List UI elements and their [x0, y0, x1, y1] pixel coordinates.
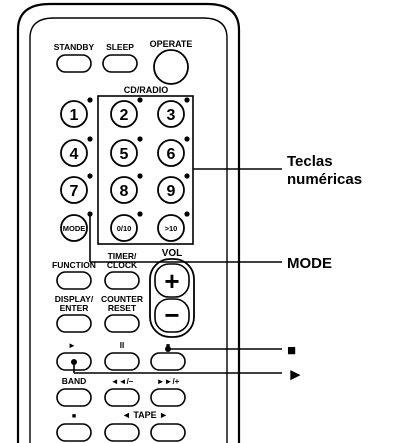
- function-label: FUNCTION: [52, 260, 96, 270]
- indicator-dot: [137, 173, 143, 179]
- rewind-icon: ◄◄/–: [111, 377, 134, 386]
- greater-ten-button[interactable]: >10: [157, 211, 190, 242]
- zero-ten-label: 0/10: [117, 224, 132, 233]
- zero-ten-button[interactable]: 0/10: [110, 211, 143, 242]
- sleep-label: SLEEP: [106, 42, 134, 52]
- counter-reset-label-1: COUNTER: [101, 294, 143, 304]
- band-button[interactable]: BAND: [56, 376, 92, 407]
- number-key-5[interactable]: 5: [110, 136, 143, 167]
- indicator-dot: [137, 136, 143, 142]
- standby-button[interactable]: STANDBY: [54, 42, 95, 73]
- number-key-8[interactable]: 8: [110, 173, 143, 204]
- callout-stop: ■: [287, 342, 296, 359]
- fast-forward-button[interactable]: ►►/+: [150, 377, 186, 407]
- standby-label: STANDBY: [54, 42, 95, 52]
- function-button[interactable]: FUNCTION: [52, 260, 96, 290]
- timer-clock-button[interactable]: TIMER/ CLOCK: [104, 251, 140, 290]
- mode-button[interactable]: MODE: [60, 211, 93, 242]
- vol-down-button[interactable]: −: [154, 298, 190, 333]
- number-key-6[interactable]: 6: [157, 136, 190, 167]
- indicator-dot: [184, 136, 190, 142]
- number-key-4[interactable]: 4: [60, 136, 93, 167]
- operate-label: OPERATE: [150, 39, 193, 49]
- counter-reset-button[interactable]: COUNTER RESET: [101, 294, 143, 333]
- tape-reverse-button[interactable]: [104, 423, 140, 442]
- display-enter-label-1: DISPLAY/: [55, 294, 94, 304]
- vol-minus-icon: −: [164, 300, 179, 330]
- timer-clock-label-2: CLOCK: [107, 260, 138, 270]
- number-key-6-label: 6: [167, 146, 176, 163]
- number-key-4-label: 4: [70, 146, 79, 163]
- mode-label: MODE: [63, 224, 86, 233]
- sleep-button[interactable]: SLEEP: [102, 42, 138, 73]
- pause-icon: II: [120, 341, 124, 350]
- indicator-dot: [137, 211, 143, 217]
- number-key-5-label: 5: [120, 146, 129, 163]
- number-key-2-label: 2: [120, 107, 129, 124]
- counter-reset-label-2: RESET: [108, 303, 137, 313]
- number-key-8-label: 8: [120, 183, 129, 200]
- indicator-dot: [87, 136, 93, 142]
- display-enter-button[interactable]: DISPLAY/ ENTER: [55, 294, 94, 333]
- indicator-dot: [184, 97, 190, 103]
- number-key-7-label: 7: [70, 183, 79, 200]
- number-key-3[interactable]: 3: [157, 97, 190, 128]
- tape-stop-button[interactable]: ■: [56, 413, 92, 442]
- timer-clock-label-1: TIMER/: [108, 251, 137, 261]
- number-key-7[interactable]: 7: [60, 173, 93, 204]
- vol-plus-icon: +: [164, 266, 179, 296]
- display-enter-label-2: ENTER: [60, 303, 89, 313]
- number-key-1[interactable]: 1: [60, 97, 93, 128]
- vol-up-button[interactable]: +: [154, 263, 190, 298]
- remote-body-inner: [29, 17, 228, 443]
- tape-forward-button[interactable]: [150, 423, 186, 442]
- greater-ten-label: >10: [165, 224, 178, 233]
- number-key-3-label: 3: [167, 107, 176, 124]
- indicator-dot: [184, 211, 190, 217]
- number-key-9[interactable]: 9: [157, 173, 190, 204]
- operate-button[interactable]: OPERATE: [150, 39, 193, 85]
- indicator-dot: [137, 97, 143, 103]
- callout-numeric-line1: Teclas: [287, 153, 333, 170]
- vol-label: VOL: [162, 248, 183, 259]
- cd-radio-group-frame: [97, 95, 194, 245]
- callout-mode: MODE: [287, 255, 332, 272]
- indicator-dot: [87, 97, 93, 103]
- rewind-button[interactable]: ◄◄/–: [104, 377, 140, 407]
- callout-play: ►: [287, 365, 304, 384]
- number-key-1-label: 1: [70, 107, 79, 124]
- number-key-9-label: 9: [167, 183, 176, 200]
- callout-numeric-line2: numéricas: [287, 171, 362, 188]
- tape-stop-icon: ■: [72, 413, 76, 420]
- band-label: BAND: [62, 376, 87, 386]
- number-key-2[interactable]: 2: [110, 97, 143, 128]
- indicator-dot: [87, 173, 93, 179]
- indicator-dot: [184, 173, 190, 179]
- cd-radio-label: CD/RADIO: [124, 85, 169, 95]
- tape-label: ◄ TAPE ►: [122, 410, 168, 420]
- fast-forward-icon: ►►/+: [157, 377, 180, 386]
- play-icon: ►: [68, 341, 76, 350]
- pause-button[interactable]: II: [104, 341, 140, 371]
